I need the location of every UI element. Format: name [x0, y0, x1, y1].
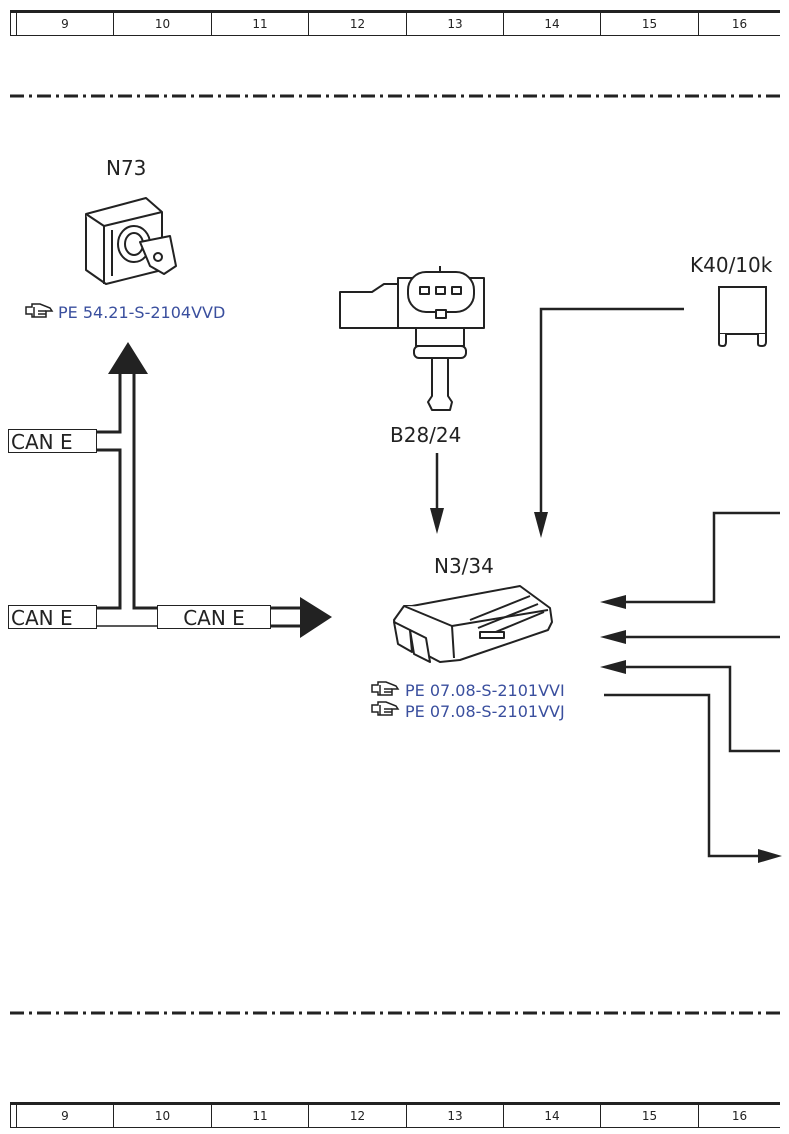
ruler-cell: 10 [113, 13, 211, 35]
ruler-cell: 13 [406, 13, 503, 35]
ruler-cell: 15 [600, 1105, 698, 1127]
grid-ruler-top: 9 10 11 12 13 14 15 16 [10, 10, 780, 36]
grid-ruler-bottom: 9 10 11 12 13 14 15 16 [10, 1102, 780, 1128]
component-label-n3: N3/34 [434, 554, 494, 578]
ruler-cell: 14 [503, 13, 600, 35]
arrow-to-n73 [108, 342, 148, 374]
can-e-box-middle: CAN E [157, 605, 271, 630]
ruler-cell: 9 [16, 1105, 113, 1127]
reference-link-n73[interactable]: PE 54.21-S-2104VVD [58, 303, 226, 322]
ruler-cell: 10 [113, 1105, 211, 1127]
ruler-cell: 16 [698, 13, 780, 35]
ignition-switch-drawing [85, 197, 177, 285]
ruler-cell: 16 [698, 1105, 780, 1127]
arrow-down-k40 [534, 512, 548, 538]
reference-link-n3-2[interactable]: PE 07.08-S-2101VVJ [405, 702, 565, 721]
ruler-cell: 15 [600, 13, 698, 35]
hand-icon [25, 303, 54, 318]
arrow-left-2 [600, 630, 626, 644]
component-label-b28: B28/24 [390, 423, 462, 447]
ruler-cell: 12 [308, 13, 406, 35]
relay-drawing [718, 286, 767, 348]
signal-arrowheads [430, 508, 782, 863]
can-network-lines [96, 374, 302, 628]
can-e-box-left-top: CAN E [8, 429, 97, 454]
arrow-right-out [758, 849, 782, 863]
arrow-down-b28 [430, 508, 444, 534]
ruler-cell: 13 [406, 1105, 503, 1127]
ruler-cell: 11 [211, 1105, 308, 1127]
arrow-left-1 [600, 595, 626, 609]
reference-link-n3-1[interactable]: PE 07.08-S-2101VVI [405, 681, 565, 700]
ruler-cell: 14 [503, 1105, 600, 1127]
hand-icon [371, 701, 400, 716]
ruler-edge [10, 13, 16, 35]
arrow-left-3 [600, 660, 626, 674]
pressure-sensor-drawing [339, 266, 485, 411]
control-unit-drawing [393, 585, 553, 663]
arrow-to-n3 [300, 597, 332, 638]
ruler-cell: 12 [308, 1105, 406, 1127]
hand-icon [371, 681, 400, 696]
component-label-k40: K40/10k [690, 253, 773, 277]
can-e-box-left-bottom: CAN E [8, 605, 97, 630]
signal-lines [435, 307, 780, 858]
component-label-n73: N73 [106, 156, 147, 180]
ruler-edge [10, 1105, 16, 1127]
ruler-cell: 9 [16, 13, 113, 35]
ruler-cell: 11 [211, 13, 308, 35]
